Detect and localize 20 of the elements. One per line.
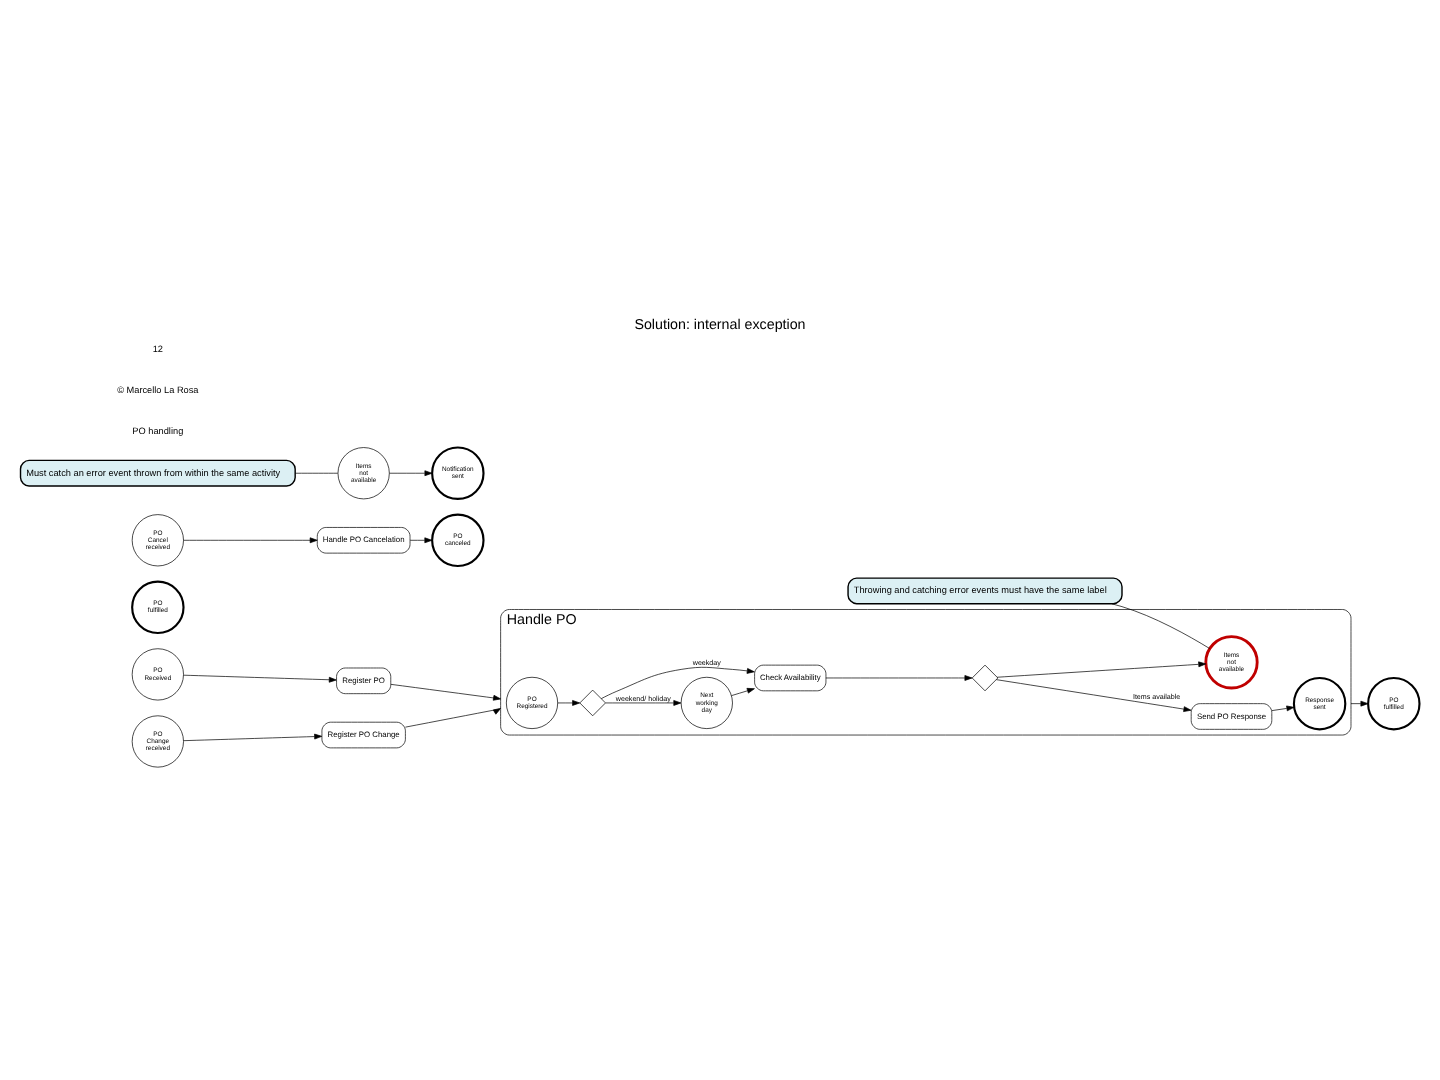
connector [295, 471, 339, 473]
arrow [390, 682, 501, 700]
arrow [557, 699, 581, 705]
arrow [996, 660, 1207, 677]
connector [1111, 602, 1211, 648]
node-diamond [971, 663, 999, 691]
arrow [731, 687, 755, 695]
node-diamond [579, 688, 606, 716]
arrow [389, 469, 433, 476]
arrow [1350, 699, 1369, 706]
arrow [183, 673, 337, 682]
arrow [995, 678, 1192, 711]
arrow [183, 536, 318, 543]
arrow [1271, 704, 1295, 711]
arrow [825, 674, 973, 680]
arrow [409, 536, 433, 543]
arrow [605, 699, 682, 705]
arrow [405, 707, 501, 727]
arrow [600, 665, 755, 698]
arrow [183, 732, 323, 741]
